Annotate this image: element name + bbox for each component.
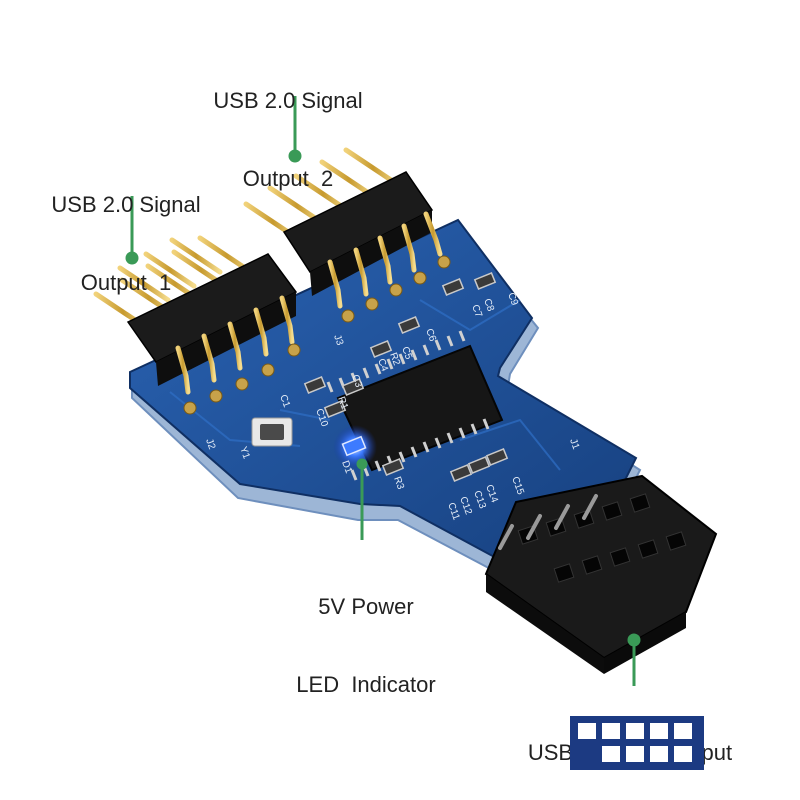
silk-c8: C8 [481,297,496,313]
callout-lines [125,96,641,686]
pin-header-j2 [93,235,301,415]
pin-header-j3 [243,147,451,323]
silk-c6: C6 [423,327,438,343]
callout-output1: USB 2.0 Signal Output 1 [36,140,216,322]
silk-c4: C4 [375,357,390,373]
silk-c7: C7 [469,303,484,319]
silk-d1: D1 [339,459,354,475]
silk-c5: C5 [399,345,414,361]
female-header-j1 [484,474,718,674]
silk-j1: J1 [567,437,581,451]
callout-output2-line2: Output 2 [242,166,334,191]
silk-j3: J3 [331,333,345,347]
silk-r1: R1 [335,395,350,411]
crystal-y1 [251,417,293,447]
silk-j2: J2 [203,437,217,451]
callout-led-line2: LED Indicator [296,672,436,697]
usb-2x5-header-pinout-icon [570,716,704,770]
silk-y1: Y1 [237,445,252,461]
callout-output1-line2: Output 1 [80,270,172,295]
led-d1 [333,425,377,469]
silk-r2: R2 [387,351,402,367]
silk-c3: C3 [349,373,364,389]
callout-led-line1: 5V Power [318,594,414,619]
callout-led: 5V Power LED Indicator [286,542,446,724]
silk-c1: C1 [277,393,292,409]
silk-c9: C9 [505,291,520,307]
smd-components [303,272,509,482]
callout-output1-line1: USB 2.0 Signal [51,192,201,217]
callout-output2-line1: USB 2.0 Signal [213,88,363,113]
callout-output2: USB 2.0 Signal Output 2 [198,36,378,218]
silk-r3: R3 [391,475,406,491]
